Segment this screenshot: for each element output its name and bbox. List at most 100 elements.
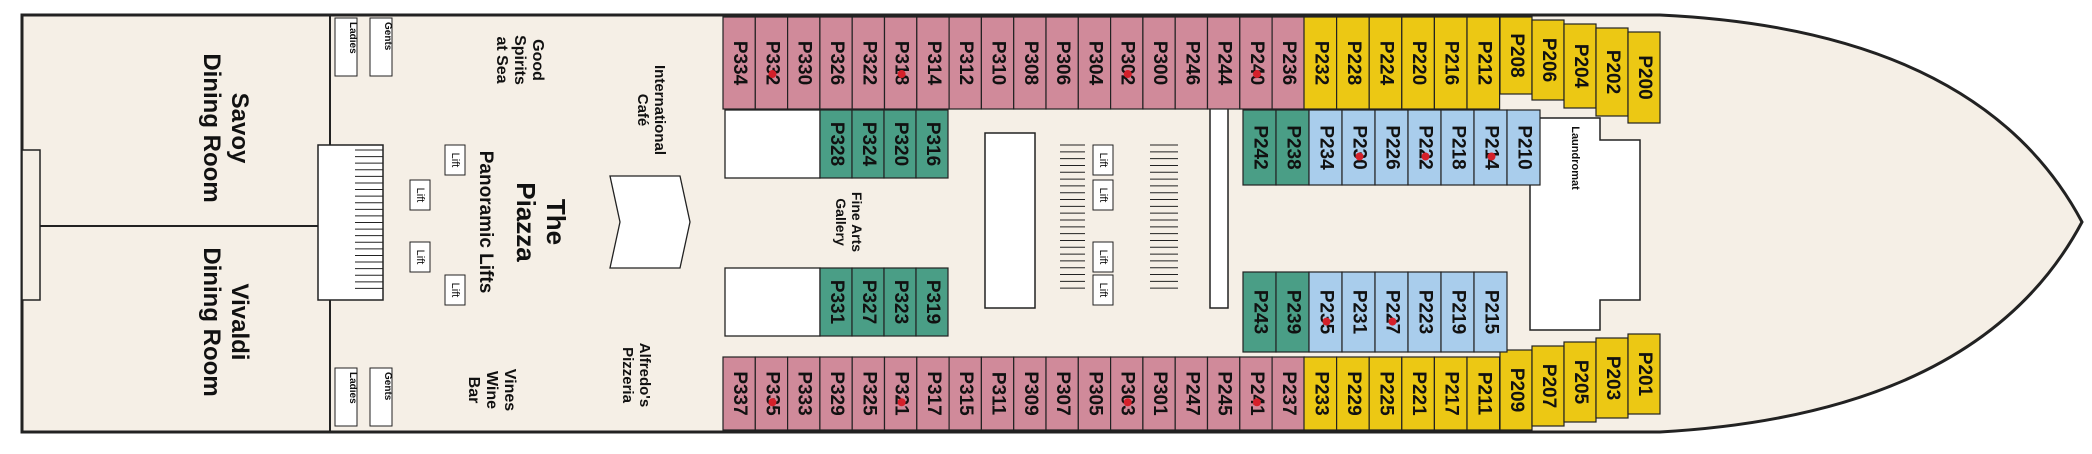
cabin-p311[interactable]: P311 bbox=[980, 356, 1015, 431]
cabin-p215[interactable]: P215 bbox=[1473, 271, 1508, 353]
cabin-p247[interactable]: P247 bbox=[1174, 356, 1209, 431]
cabin-p228[interactable]: P228 bbox=[1335, 16, 1370, 110]
cabin-number: P242 bbox=[1249, 125, 1270, 169]
cabin-p328[interactable]: P328 bbox=[819, 109, 853, 179]
cabin-p300[interactable]: P300 bbox=[1142, 16, 1176, 110]
cabin-p246[interactable]: P246 bbox=[1174, 16, 1209, 110]
cabin-number: P208 bbox=[1506, 33, 1527, 77]
cabin-p323[interactable]: P323 bbox=[883, 267, 917, 337]
cabin-p324[interactable]: P324 bbox=[851, 109, 885, 179]
cabin-p244[interactable]: P244 bbox=[1206, 16, 1241, 110]
cabin-p212[interactable]: P212 bbox=[1466, 16, 1501, 110]
cabin-p330[interactable]: P330 bbox=[786, 16, 821, 110]
cabin-p335[interactable]: P335 bbox=[754, 356, 789, 431]
cabin-p222[interactable]: P222 bbox=[1407, 109, 1442, 186]
cabin-p231[interactable]: P231 bbox=[1341, 271, 1376, 353]
cabin-p233[interactable]: P233 bbox=[1303, 356, 1338, 431]
cabin-p308[interactable]: P308 bbox=[1013, 16, 1047, 110]
cabin-p303[interactable]: P303 bbox=[1109, 356, 1144, 431]
cabin-p208[interactable]: P208 bbox=[1499, 16, 1533, 95]
cabin-p317[interactable]: P317 bbox=[916, 356, 950, 431]
cabin-p219[interactable]: P219 bbox=[1440, 271, 1475, 353]
cabin-p239[interactable]: P239 bbox=[1275, 271, 1310, 353]
cabin-number: P225 bbox=[1375, 371, 1396, 416]
cabin-p207[interactable]: P207 bbox=[1531, 345, 1565, 427]
cabin-p307[interactable]: P307 bbox=[1045, 356, 1079, 431]
gents-restroom-bottom: Gents bbox=[382, 372, 393, 401]
cabin-p227[interactable]: P227 bbox=[1374, 271, 1409, 353]
cabin-p304[interactable]: P304 bbox=[1077, 16, 1112, 110]
cabin-number: P300 bbox=[1149, 41, 1170, 85]
cabin-p332[interactable]: P332 bbox=[754, 16, 789, 110]
cabin-number: P305 bbox=[1084, 371, 1105, 416]
cabin-p235[interactable]: P235 bbox=[1308, 271, 1343, 353]
cabin-number: P307 bbox=[1052, 371, 1073, 415]
cabin-p242[interactable]: P242 bbox=[1242, 109, 1277, 186]
cabin-number: P329 bbox=[826, 371, 847, 415]
cabin-p316[interactable]: P316 bbox=[915, 109, 949, 179]
cabin-p224[interactable]: P224 bbox=[1368, 16, 1403, 110]
cabin-p302[interactable]: P302 bbox=[1109, 16, 1144, 110]
cabin-p202[interactable]: P202 bbox=[1595, 27, 1629, 117]
cabin-p314[interactable]: P314 bbox=[916, 16, 950, 110]
cabin-p234[interactable]: P234 bbox=[1308, 109, 1343, 186]
cabin-p319[interactable]: P319 bbox=[915, 267, 949, 337]
cabin-p216[interactable]: P216 bbox=[1433, 16, 1468, 110]
international-cafe-label: International Café bbox=[634, 65, 668, 155]
cabin-p331[interactable]: P331 bbox=[819, 267, 853, 337]
cabin-p236[interactable]: P236 bbox=[1271, 16, 1305, 110]
cabin-number: P227 bbox=[1381, 290, 1402, 334]
cabin-p241[interactable]: P241 bbox=[1239, 356, 1273, 431]
cabin-p211[interactable]: P211 bbox=[1466, 356, 1501, 431]
cabin-p301[interactable]: P301 bbox=[1142, 356, 1176, 431]
cabin-p209[interactable]: P209 bbox=[1499, 349, 1533, 431]
cabin-p320[interactable]: P320 bbox=[883, 109, 917, 179]
lift-label: Lift bbox=[414, 188, 426, 203]
lift-label: Lift bbox=[414, 250, 426, 265]
lift-8: Lift bbox=[1092, 274, 1114, 306]
cabin-p321[interactable]: P321 bbox=[883, 356, 918, 431]
cabin-p226[interactable]: P226 bbox=[1374, 109, 1409, 186]
cabin-number: P210 bbox=[1513, 125, 1534, 169]
cabin-p220[interactable]: P220 bbox=[1401, 16, 1436, 110]
cabin-p201[interactable]: P201 bbox=[1627, 333, 1661, 415]
cabin-p322[interactable]: P322 bbox=[851, 16, 886, 110]
cabin-number: P315 bbox=[955, 371, 976, 416]
svg-text:Dining Room: Dining Room bbox=[198, 247, 225, 396]
cabin-p318[interactable]: P318 bbox=[883, 16, 918, 110]
cabin-p205[interactable]: P205 bbox=[1563, 341, 1597, 423]
cabin-p334[interactable]: P334 bbox=[722, 16, 756, 110]
cabin-p203[interactable]: P203 bbox=[1595, 337, 1629, 419]
cabin-p223[interactable]: P223 bbox=[1407, 271, 1442, 353]
cabin-p214[interactable]: P214 bbox=[1473, 109, 1508, 186]
cabin-p327[interactable]: P327 bbox=[851, 267, 885, 337]
cabin-p206[interactable]: P206 bbox=[1531, 19, 1565, 101]
cabin-p210[interactable]: P210 bbox=[1506, 109, 1541, 186]
cabin-p306[interactable]: P306 bbox=[1045, 16, 1079, 110]
cabin-p326[interactable]: P326 bbox=[819, 16, 853, 110]
cabin-p312[interactable]: P312 bbox=[948, 16, 982, 110]
cabin-p305[interactable]: P305 bbox=[1077, 356, 1112, 431]
cabin-p240[interactable]: P240 bbox=[1239, 16, 1273, 110]
buffet-station bbox=[317, 144, 384, 301]
cabin-p221[interactable]: P221 bbox=[1401, 356, 1436, 431]
cabin-p329[interactable]: P329 bbox=[819, 356, 853, 431]
cabin-p245[interactable]: P245 bbox=[1206, 356, 1241, 431]
cabin-p238[interactable]: P238 bbox=[1275, 109, 1310, 186]
cabin-p310[interactable]: P310 bbox=[980, 16, 1015, 110]
cabin-p200[interactable]: P200 bbox=[1627, 31, 1661, 124]
cabin-p337[interactable]: P337 bbox=[722, 356, 756, 431]
cabin-p309[interactable]: P309 bbox=[1013, 356, 1047, 431]
cabin-p315[interactable]: P315 bbox=[948, 356, 982, 431]
cabin-p237[interactable]: P237 bbox=[1271, 356, 1305, 431]
cabin-p333[interactable]: P333 bbox=[786, 356, 821, 431]
cabin-p232[interactable]: P232 bbox=[1303, 16, 1338, 110]
cabin-p243[interactable]: P243 bbox=[1242, 271, 1277, 353]
cabin-p218[interactable]: P218 bbox=[1440, 109, 1475, 186]
cabin-p229[interactable]: P229 bbox=[1335, 356, 1370, 431]
cabin-p217[interactable]: P217 bbox=[1433, 356, 1468, 431]
cabin-p325[interactable]: P325 bbox=[851, 356, 886, 431]
cabin-p225[interactable]: P225 bbox=[1368, 356, 1403, 431]
cabin-p230[interactable]: P230 bbox=[1341, 109, 1376, 186]
cabin-p204[interactable]: P204 bbox=[1563, 23, 1597, 109]
